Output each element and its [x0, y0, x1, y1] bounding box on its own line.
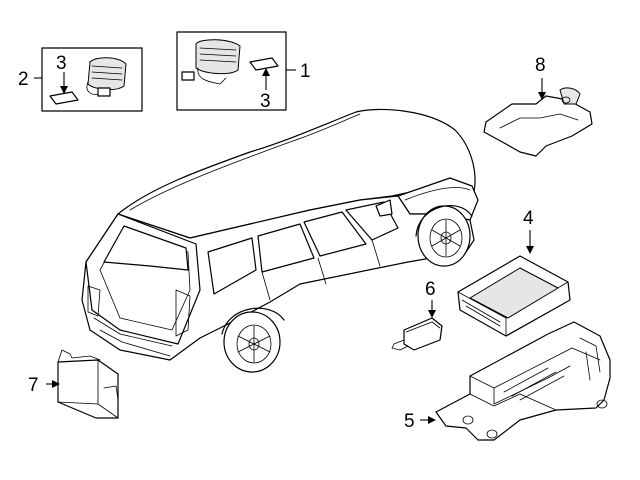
part-2-pad-icon: [49, 91, 79, 105]
callout-6: 6: [425, 279, 436, 300]
part-2-connector-icon: [97, 87, 111, 97]
part-5-group: [420, 321, 611, 441]
part-1-group: [176, 31, 296, 111]
part-2-module-icon: [87, 57, 127, 91]
part-1-pad-icon: [249, 57, 279, 71]
callout-3-left: 3: [56, 53, 67, 74]
part-8-sensor: [559, 87, 581, 105]
part-7-module: [57, 359, 119, 419]
part-1-connector-icon: [181, 71, 195, 81]
callout-1: 1: [300, 61, 311, 82]
part-6-fob: [403, 317, 443, 351]
callout-7: 7: [28, 375, 39, 396]
part-1-module-icon: [195, 39, 241, 75]
part-4-group: [457, 230, 571, 337]
part-8-bracket: [483, 95, 593, 157]
callout-2: 2: [18, 69, 29, 90]
callout-8: 8: [535, 55, 546, 76]
part-8-group: [483, 78, 593, 157]
part-7-group: [46, 349, 119, 419]
callout-3-right: 3: [260, 91, 271, 112]
callout-4: 4: [523, 208, 534, 229]
callout-5: 5: [404, 411, 415, 432]
part-2-group: [34, 47, 143, 112]
vehicle-illustration: [81, 108, 479, 373]
part-6-group: [391, 300, 443, 351]
